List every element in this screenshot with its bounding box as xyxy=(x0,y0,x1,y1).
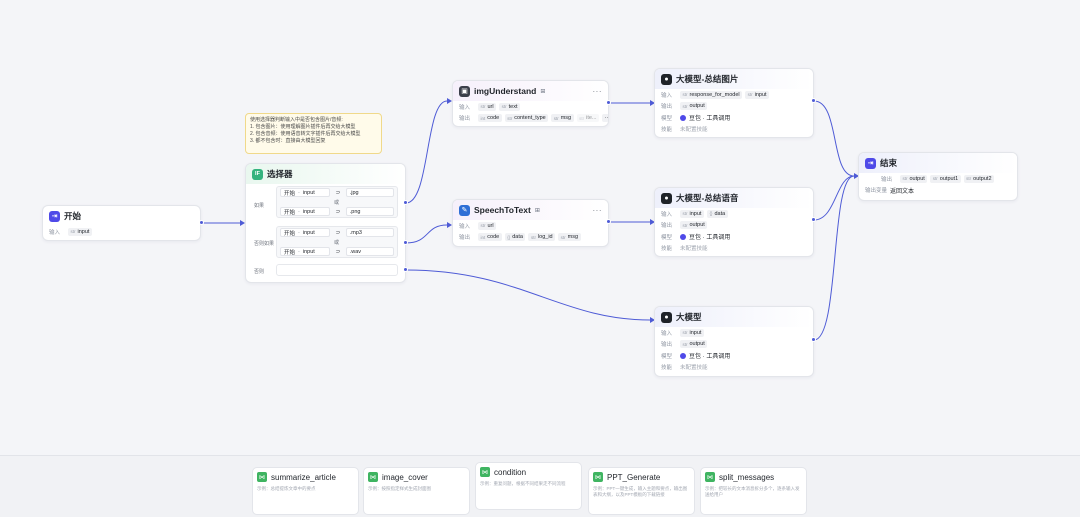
model-name: 豆包 · 工具调用 xyxy=(689,116,731,123)
condition-row[interactable]: 开始-input ⊃ .png xyxy=(277,206,397,217)
input-label: 输入 xyxy=(49,229,61,236)
node-title: 大模型-总结图片 xyxy=(676,74,739,84)
reply-mode: 返回文本 xyxy=(890,188,915,195)
elseif-condition-group: 开始-input ⊃ .mp3 或 开始-input ⊃ .wav xyxy=(276,226,398,258)
model-name: 豆包 · 工具调用 xyxy=(689,235,731,242)
speech-output-handle[interactable] xyxy=(606,219,611,224)
selector-node[interactable]: IF 选择器 如果 开始-input ⊃ .jpg 或 开始-input ⊃ .… xyxy=(245,163,406,283)
plugin-card-condition[interactable]: ⋈ condition 示例：重复问题，根据不同结果走不同流程 xyxy=(475,462,582,510)
llm1-output-handle[interactable] xyxy=(811,98,816,103)
end-icon: ⇥ xyxy=(865,157,876,169)
else-branch xyxy=(276,264,398,276)
condition-row[interactable]: 开始-input ⊃ .mp3 xyxy=(277,227,397,238)
plugin-card-ppt-generate[interactable]: ⋈ PPT_Generate 示例：PPT一键生成，输入主题和要点，输出图表和大… xyxy=(588,467,695,515)
model-avatar-icon xyxy=(680,233,686,240)
note-line: 使用选择器判断输入中是否包含图片/音频: xyxy=(250,117,343,123)
pin-icon[interactable]: ⊞ xyxy=(540,88,546,95)
else-label: 否则 xyxy=(254,269,265,275)
else-output-handle[interactable] xyxy=(403,267,408,272)
start-icon: ⇥ xyxy=(49,210,60,222)
llm-icon: ● xyxy=(661,192,672,204)
model-avatar-icon xyxy=(680,352,686,359)
pin-icon[interactable]: ⊞ xyxy=(534,207,540,214)
speech-plugin-icon: ✎ xyxy=(459,204,470,216)
note-line: 2. 包含音频：使用语音转文字插件后再交给大模型 xyxy=(250,131,361,137)
more-icon[interactable]: ··· xyxy=(592,205,602,215)
condition-row[interactable]: 开始-input ⊃ .jpg xyxy=(277,187,397,198)
workflow-icon: ⋈ xyxy=(480,467,490,477)
edge-llm1-end xyxy=(813,100,855,177)
model-name: 豆包 · 工具调用 xyxy=(689,354,731,361)
node-title: 大模型-总结语音 xyxy=(676,193,739,203)
more-icon[interactable]: ··· xyxy=(592,86,602,96)
image-plugin-icon: ▣ xyxy=(459,85,470,97)
img-output-handle[interactable] xyxy=(606,100,611,105)
start-output-handle[interactable] xyxy=(199,220,204,225)
skill-value: 未配置技能 xyxy=(680,127,708,134)
edge-llm3-end xyxy=(813,175,855,341)
selector-icon: IF xyxy=(252,168,263,180)
node-title: 选择器 xyxy=(267,169,293,179)
plugin-card-summarize-article[interactable]: ⋈ summarize_article 示例：总结提炼文章中的要点 xyxy=(252,467,359,515)
elseif-output-handle[interactable] xyxy=(403,240,408,245)
or-label: 或 xyxy=(334,239,340,246)
node-title: 结束 xyxy=(880,158,898,168)
workflow-icon: ⋈ xyxy=(593,472,603,482)
note-line: 3. 都不包含时：直接由大模型回复 xyxy=(250,138,326,144)
edge-else-llm3 xyxy=(405,269,651,321)
if-condition-group: 开始-input ⊃ .jpg 或 开始-input ⊃ .png xyxy=(276,186,398,218)
llm2-output-handle[interactable] xyxy=(811,217,816,222)
or-label: 或 xyxy=(334,199,340,206)
if-label: 如果 xyxy=(254,203,265,209)
workflow-icon: ⋈ xyxy=(705,472,715,482)
workflow-icon: ⋈ xyxy=(257,472,267,482)
plugin-bar: ⋈ summarize_article 示例：总结提炼文章中的要点 ⋈ imag… xyxy=(0,455,1080,517)
node-title: 大模型 xyxy=(676,312,702,322)
comment-note[interactable]: 使用选择器判断输入中是否包含图片/音频: 1. 包含图片：使用理解图片插件后再交… xyxy=(245,113,382,154)
llm3-output-handle[interactable] xyxy=(811,337,816,342)
node-title: SpeechToText xyxy=(474,205,531,215)
note-line: 1. 包含图片：使用理解图片插件后再交给大模型 xyxy=(250,124,356,130)
condition-row[interactable]: 开始-input ⊃ .wav xyxy=(277,246,397,257)
node-title: imgUnderstand xyxy=(474,86,537,96)
model-avatar-icon xyxy=(680,114,686,121)
llm-icon: ● xyxy=(661,73,672,85)
if-output-handle[interactable] xyxy=(403,200,408,205)
edge-llm2-end xyxy=(813,175,855,221)
edge-if-img xyxy=(405,100,448,204)
skill-value: 未配置技能 xyxy=(680,365,708,372)
node-title: 开始 xyxy=(64,211,82,221)
elseif-label: 否则如果 xyxy=(254,241,275,247)
llm-icon: ● xyxy=(661,311,672,323)
skill-value: 未配置技能 xyxy=(680,246,708,253)
edge-elseif-speech xyxy=(405,224,448,244)
more-chip[interactable]: ··· xyxy=(602,114,608,123)
workflow-icon: ⋈ xyxy=(368,472,378,482)
plugin-card-image-cover[interactable]: ⋈ image_cover 示例：按照指定样式生成封面图 xyxy=(363,467,470,515)
plugin-card-split-messages[interactable]: ⋈ split_messages 示例：把较长的文本消息拆分多个，逐条输入发送给… xyxy=(700,467,807,515)
